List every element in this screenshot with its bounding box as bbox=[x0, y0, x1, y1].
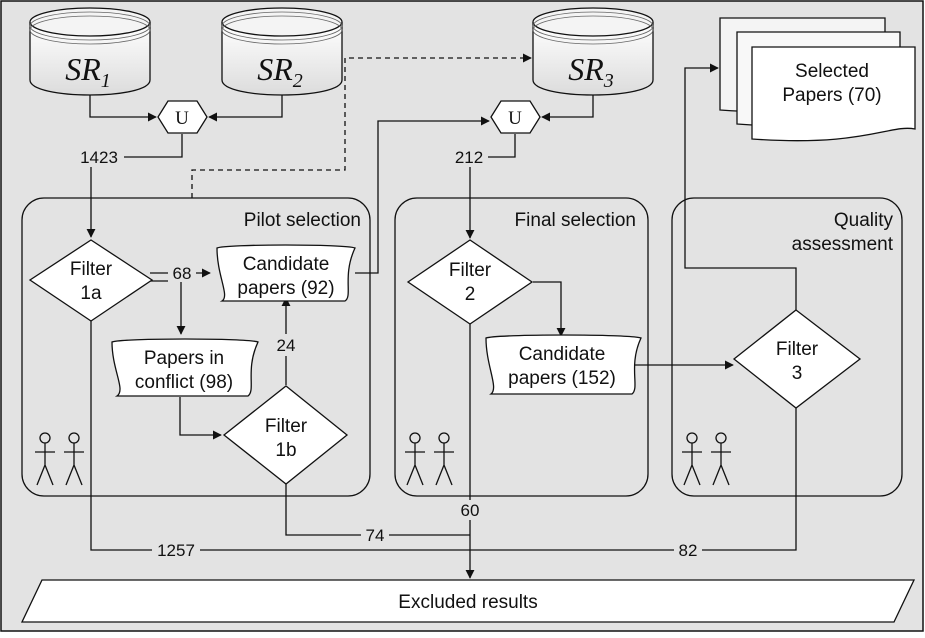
sr3-letters: SR bbox=[568, 51, 604, 87]
filter-3-diamond: Filter 3 bbox=[732, 309, 862, 409]
svg-text:SR3: SR3 bbox=[568, 51, 614, 92]
candidate-papers-final-document: Candidate papers (152) bbox=[485, 334, 642, 395]
svg-text:Filter: Filter bbox=[70, 259, 113, 280]
selected-line1: Selected bbox=[795, 61, 869, 82]
pilot-selection-label: Pilot selection bbox=[244, 210, 361, 231]
count-82: 82 bbox=[679, 541, 698, 560]
quality-label-line2: assessment bbox=[792, 234, 894, 255]
union-node-1: U bbox=[157, 100, 208, 134]
sr3-database: SR3 bbox=[532, 7, 654, 96]
candidates-pilot-line1: Candidate bbox=[243, 254, 330, 275]
sr1-subscript: 1 bbox=[101, 70, 111, 92]
count-1423: 1423 bbox=[80, 148, 118, 167]
sr2-letters: SR bbox=[257, 51, 293, 87]
sr2-database: SR2 bbox=[221, 7, 343, 96]
filter-1b-diamond: Filter 1b bbox=[222, 385, 349, 485]
reviewers-icon-pilot bbox=[35, 432, 84, 486]
candidate-papers-pilot-document: Candidate papers (92) bbox=[216, 244, 356, 302]
svg-text:U: U bbox=[175, 108, 189, 129]
svg-text:Filter: Filter bbox=[265, 416, 308, 437]
papers-in-conflict-document: Papers in conflict (98) bbox=[111, 338, 259, 397]
quality-label-line1: Quality bbox=[834, 210, 894, 231]
conflict-line1: Papers in bbox=[144, 348, 224, 369]
count-labels: 1423 212 68 24 1257 74 60 82 bbox=[74, 147, 702, 560]
selected-papers-document: Selected Papers (70) bbox=[719, 17, 916, 142]
svg-text:1b: 1b bbox=[275, 440, 296, 461]
final-selection-label: Final selection bbox=[515, 210, 636, 231]
svg-text:U: U bbox=[508, 108, 522, 129]
svg-text:3: 3 bbox=[792, 363, 803, 384]
svg-text:Filter: Filter bbox=[776, 339, 819, 360]
sr1-database: SR1 bbox=[29, 7, 151, 96]
svg-text:SR2: SR2 bbox=[257, 51, 303, 92]
selected-line2: Papers (70) bbox=[782, 85, 881, 106]
svg-text:Filter: Filter bbox=[449, 260, 492, 281]
candidates-final-line2: papers (152) bbox=[508, 368, 616, 389]
reviewers-icon-final bbox=[405, 432, 454, 486]
sr3-subscript: 3 bbox=[603, 70, 614, 92]
count-60: 60 bbox=[461, 501, 480, 520]
filter-2-diamond: Filter 2 bbox=[406, 239, 534, 325]
sr2-subscript: 2 bbox=[293, 70, 303, 92]
count-74: 74 bbox=[366, 526, 385, 545]
svg-text:SR1: SR1 bbox=[65, 51, 111, 92]
reviewers-icon-quality bbox=[682, 432, 731, 486]
conflict-line2: conflict (98) bbox=[135, 372, 233, 393]
union-node-2: U bbox=[490, 100, 541, 134]
filter-1a-diamond: Filter 1a bbox=[28, 239, 154, 322]
excluded-results-box: Excluded results bbox=[20, 579, 916, 623]
candidates-pilot-line2: papers (92) bbox=[237, 278, 334, 299]
connector-lines bbox=[86, 53, 797, 579]
count-1257: 1257 bbox=[157, 541, 195, 560]
candidates-final-line1: Candidate bbox=[519, 344, 606, 365]
count-68: 68 bbox=[173, 264, 192, 283]
svg-text:2: 2 bbox=[465, 284, 476, 305]
count-212: 212 bbox=[455, 148, 483, 167]
sr1-letters: SR bbox=[65, 51, 101, 87]
count-24: 24 bbox=[277, 336, 296, 355]
excluded-results-label: Excluded results bbox=[398, 592, 537, 613]
svg-text:1a: 1a bbox=[80, 283, 102, 304]
